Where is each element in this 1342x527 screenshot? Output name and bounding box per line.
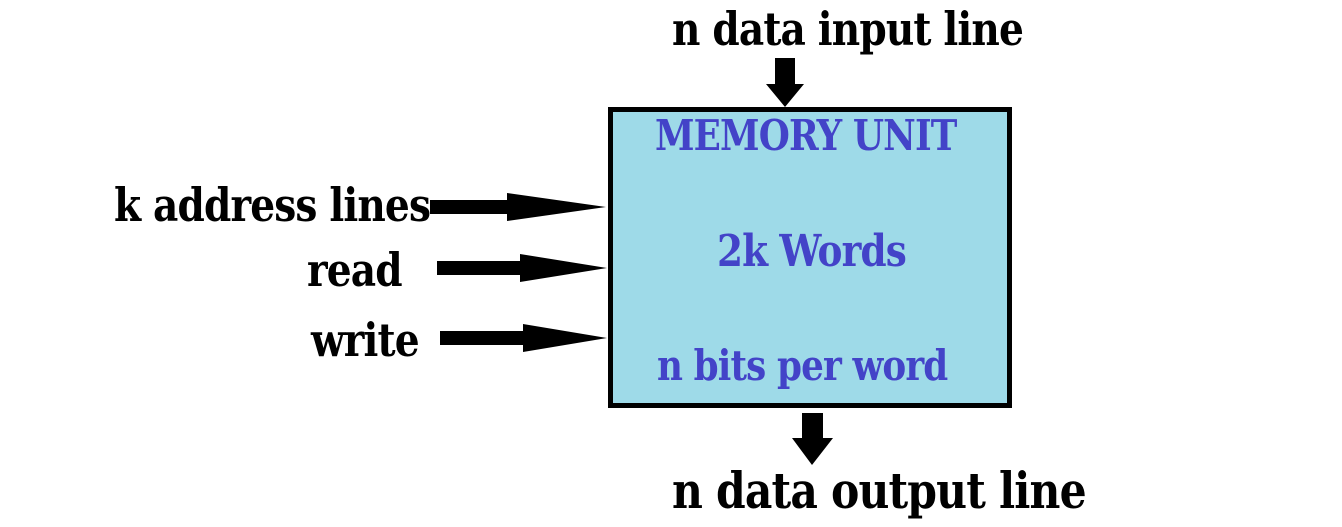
memory-unit-wordsize: n bits per word: [657, 341, 948, 390]
memory-unit-box: [608, 107, 1012, 408]
data-output-label: n data output line: [672, 461, 1087, 520]
data-input-label: n data input line: [672, 2, 1024, 56]
write-arrow-icon: [440, 324, 607, 352]
read-label: read: [307, 243, 403, 297]
data-output-arrow-icon: [792, 413, 833, 465]
write-label: write: [311, 313, 420, 367]
read-arrow-icon: [437, 254, 607, 282]
data-input-arrow-icon: [766, 58, 804, 107]
address-lines-label: k address lines: [114, 178, 431, 232]
memory-unit-title: MEMORY UNIT: [655, 111, 957, 160]
address-lines-arrow-icon: [430, 193, 606, 221]
memory-unit-capacity: 2k Words: [717, 226, 907, 277]
